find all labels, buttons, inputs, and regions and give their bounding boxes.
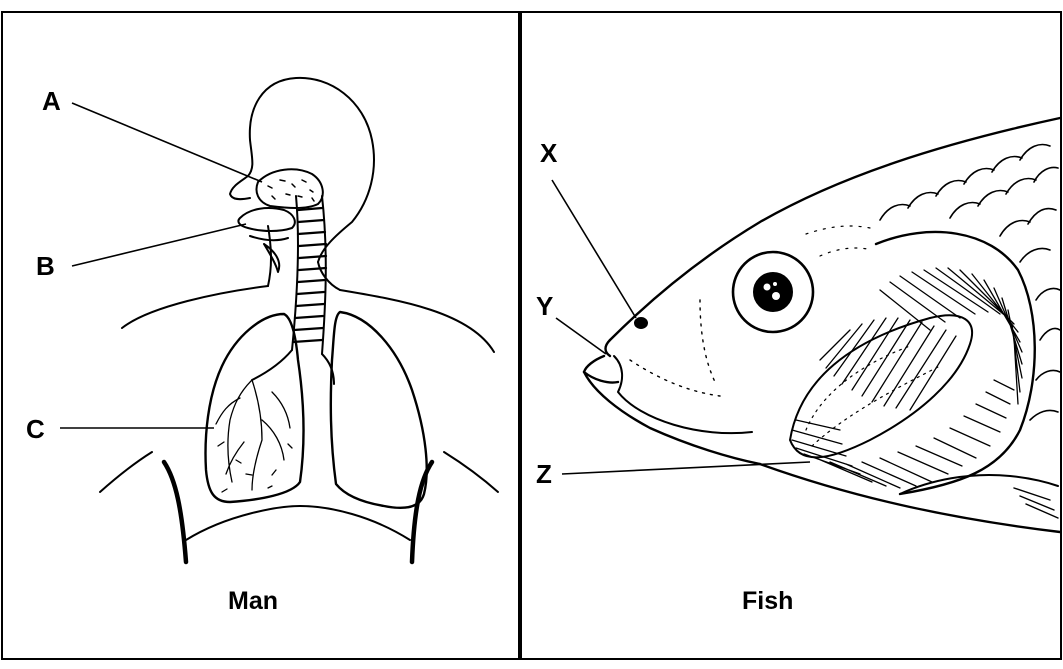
fish-gill-lobe: [790, 315, 972, 457]
fish-lower-jaw: [584, 372, 760, 464]
nasal-cavity: [257, 169, 323, 208]
fish-head-stipple: [630, 300, 720, 396]
fish-panel-frame: [521, 12, 1061, 659]
fish-body-stipple: [806, 226, 872, 256]
leader-line-a: [72, 103, 262, 182]
fish-nostril: [635, 318, 647, 328]
nasal-cavity-stipple: [268, 180, 314, 201]
leader-line-y: [556, 318, 606, 354]
fish-leader-lines: [552, 180, 810, 474]
label-x: X: [540, 138, 558, 168]
left-lung-bronchioles: [216, 380, 292, 492]
fish-gill-filaments: [792, 268, 1022, 488]
fish-ventral-outline: [760, 464, 1060, 532]
neck-back-line: [318, 262, 340, 290]
mouth-cavity: [238, 208, 294, 231]
fish-pectoral-fin-rays: [1014, 488, 1058, 518]
right-arm-inner: [444, 452, 498, 492]
label-y: Y: [536, 291, 553, 321]
pharynx-curve: [264, 244, 279, 272]
man-diagram: [100, 78, 498, 562]
fish-eye-inner: [754, 273, 792, 311]
fish-dorsal-outline: [610, 118, 1060, 340]
panel-frames: [2, 12, 1061, 659]
fish-gill-lobe-dots: [806, 346, 940, 446]
leader-line-b: [72, 224, 246, 266]
leader-line-x: [552, 180, 636, 318]
fish-eye-highlight-3: [773, 282, 777, 286]
right-arm-outline: [412, 462, 432, 562]
fish-eye-highlight-2: [772, 292, 780, 300]
fish-caption: Fish: [742, 587, 793, 615]
left-arm-inner: [100, 452, 152, 492]
left-arm-outline: [164, 462, 186, 562]
fish-eye-highlight-1: [764, 284, 771, 291]
left-shoulder-line: [122, 286, 268, 328]
fish-operculum-edge: [876, 232, 1035, 494]
fish-mouth-line: [614, 356, 752, 433]
label-a: A: [42, 86, 61, 116]
diaphragm-line: [186, 506, 410, 540]
label-c: C: [26, 414, 45, 444]
man-leader-lines: [60, 103, 262, 428]
left-bronchus: [252, 350, 292, 380]
label-z: Z: [536, 459, 552, 489]
left-lung: [206, 314, 304, 502]
right-lung: [331, 312, 427, 508]
man-panel-frame: [2, 12, 519, 659]
label-b: B: [36, 251, 55, 281]
man-caption: Man: [228, 587, 278, 615]
